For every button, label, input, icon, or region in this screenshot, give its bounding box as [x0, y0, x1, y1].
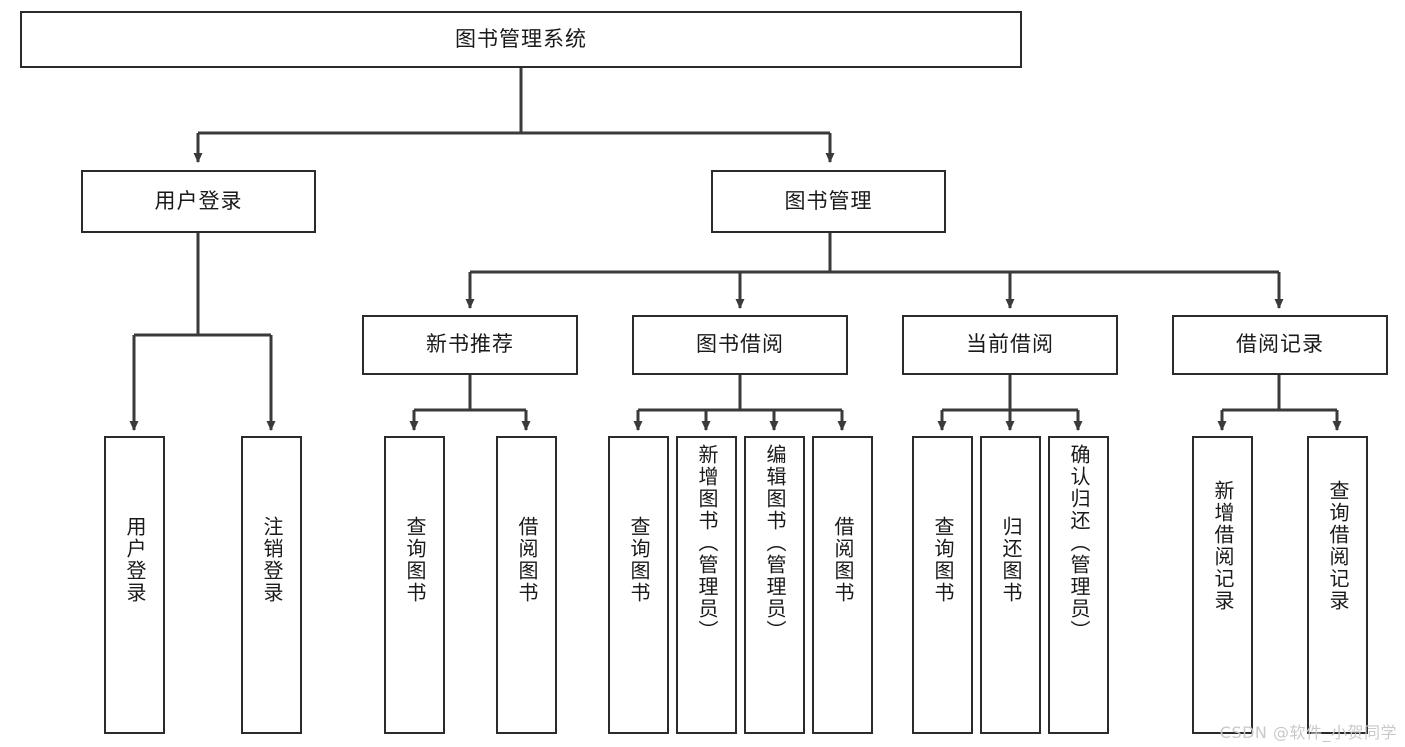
node-leaf-query-book-3[interactable]: 查询图书 — [912, 436, 973, 734]
node-leaf-query-book-2[interactable]: 查询图书 — [608, 436, 669, 734]
node-book-borrow-label: 图书借阅 — [696, 332, 784, 357]
node-leaf-edit-book[interactable]: 编辑图书（管理员） — [744, 436, 805, 734]
node-leaf-query-book-1-label: 查询图书 — [403, 516, 427, 604]
node-leaf-return-book[interactable]: 归还图书 — [980, 436, 1041, 734]
node-root[interactable]: 图书管理系统 — [20, 11, 1022, 68]
node-leaf-user-login-label: 用户登录 — [123, 516, 147, 604]
node-leaf-query-book-3-label: 查询图书 — [931, 516, 955, 604]
node-borrow-record[interactable]: 借阅记录 — [1172, 315, 1388, 375]
node-user-login[interactable]: 用户登录 — [81, 170, 316, 233]
node-root-label: 图书管理系统 — [455, 26, 587, 51]
node-current-borrow-label: 当前借阅 — [966, 332, 1054, 357]
node-new-book-recommend-label: 新书推荐 — [426, 332, 514, 357]
node-leaf-edit-book-label: 编辑图书（管理员） — [763, 444, 787, 642]
node-leaf-add-record-label: 新增借阅记录 — [1211, 480, 1235, 612]
node-leaf-add-book[interactable]: 新增图书（管理员） — [676, 436, 737, 734]
node-user-login-label: 用户登录 — [154, 188, 243, 213]
node-leaf-confirm-return-label: 确认归还（管理员） — [1067, 444, 1091, 642]
node-leaf-borrow-book-2[interactable]: 借阅图书 — [812, 436, 873, 734]
node-current-borrow[interactable]: 当前借阅 — [902, 315, 1118, 375]
node-leaf-borrow-book-1-label: 借阅图书 — [515, 516, 539, 604]
node-book-borrow[interactable]: 图书借阅 — [632, 315, 848, 375]
watermark-text: CSDN @软件_小贺同学 — [1219, 723, 1397, 742]
node-borrow-record-label: 借阅记录 — [1236, 332, 1324, 357]
node-book-manage[interactable]: 图书管理 — [711, 170, 946, 233]
node-leaf-query-record[interactable]: 查询借阅记录 — [1307, 436, 1368, 734]
node-leaf-borrow-book-2-label: 借阅图书 — [831, 516, 855, 604]
node-leaf-confirm-return[interactable]: 确认归还（管理员） — [1048, 436, 1109, 734]
node-leaf-query-book-2-label: 查询图书 — [627, 516, 651, 604]
node-leaf-return-book-label: 归还图书 — [999, 516, 1023, 604]
node-leaf-logout-login[interactable]: 注销登录 — [241, 436, 302, 734]
node-leaf-query-record-label: 查询借阅记录 — [1326, 480, 1350, 612]
node-book-manage-label: 图书管理 — [784, 188, 873, 213]
node-leaf-add-book-label: 新增图书（管理员） — [695, 444, 719, 642]
node-leaf-logout-login-label: 注销登录 — [260, 516, 284, 604]
node-leaf-user-login[interactable]: 用户登录 — [104, 436, 165, 734]
node-leaf-query-book-1[interactable]: 查询图书 — [384, 436, 445, 734]
node-new-book-recommend[interactable]: 新书推荐 — [362, 315, 578, 375]
node-leaf-add-record[interactable]: 新增借阅记录 — [1192, 436, 1253, 734]
node-leaf-borrow-book-1[interactable]: 借阅图书 — [496, 436, 557, 734]
